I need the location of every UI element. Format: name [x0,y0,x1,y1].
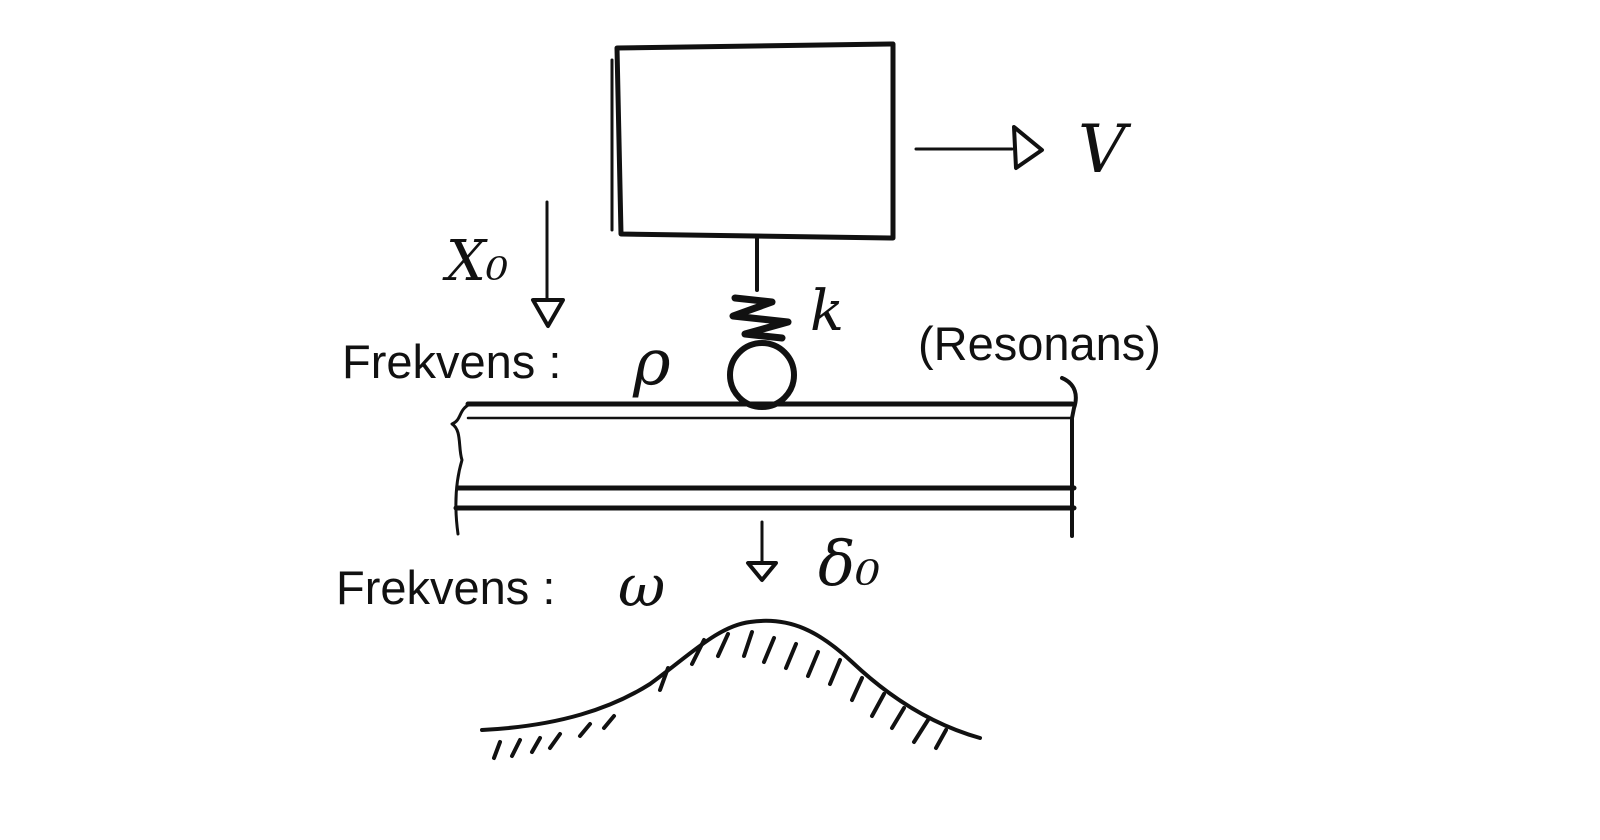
spring-constant-label: k [810,279,844,344]
ground-profile [480,618,982,760]
vehicle-block [610,41,896,241]
displacement-arrow [531,200,565,328]
beam-frequency-symbol: ρ [632,326,671,400]
wheel [727,340,797,410]
beam-frequency-label: Frekvens : [342,335,561,388]
deflection-label: δ₀ [818,527,880,600]
spring [729,234,792,342]
resonance-note: (Resonans) [918,317,1161,370]
deflection-arrow [746,520,778,582]
velocity-label: V [1078,111,1132,188]
bridge-beam [450,376,1078,538]
ground-frequency-symbol: ω [618,552,665,620]
initial-displacement-label: X₀ [442,229,508,294]
ground-frequency-label: Frekvens : [336,561,555,614]
velocity-arrow [914,125,1044,170]
